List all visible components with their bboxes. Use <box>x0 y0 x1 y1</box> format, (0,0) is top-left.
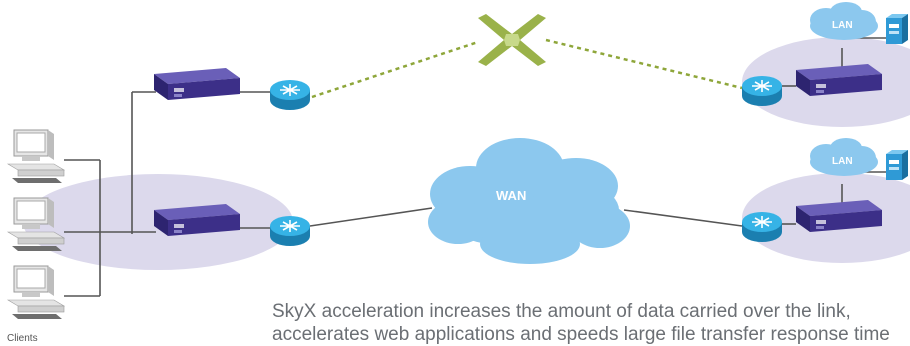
router-icon-top-left <box>269 79 311 111</box>
accelerator-device-top-left <box>154 68 240 100</box>
client-pc-icon-1 <box>7 129 65 184</box>
wan-link-right <box>623 209 743 227</box>
server-icon-bottom <box>886 150 908 180</box>
lan-cloud-bottom <box>810 138 878 176</box>
client-wiring <box>64 91 270 297</box>
router-icon-top-right <box>741 75 783 107</box>
wan-label: WAN <box>496 188 526 203</box>
router-icon-bottom-right <box>741 211 783 243</box>
clients-label: Clients <box>7 333 38 344</box>
satellite-icon <box>478 14 546 66</box>
caption-line-1: SkyX acceleration increases the amount o… <box>272 301 851 322</box>
lan-top-label: LAN <box>832 20 853 31</box>
server-icon-top <box>886 14 908 44</box>
lan-cloud-top <box>810 2 878 40</box>
lan-bottom-label: LAN <box>832 156 853 167</box>
satellite-link-left <box>311 40 479 99</box>
router-icon-bottom-left <box>269 215 311 247</box>
wan-link-left <box>309 207 433 227</box>
caption: SkyX acceleration increases the amount o… <box>272 300 910 346</box>
caption-line-2: accelerates web applications and speeds … <box>272 324 890 345</box>
satellite-link-right <box>545 38 743 90</box>
client-pc-icon-3 <box>7 265 65 320</box>
wan-cloud <box>428 138 630 264</box>
